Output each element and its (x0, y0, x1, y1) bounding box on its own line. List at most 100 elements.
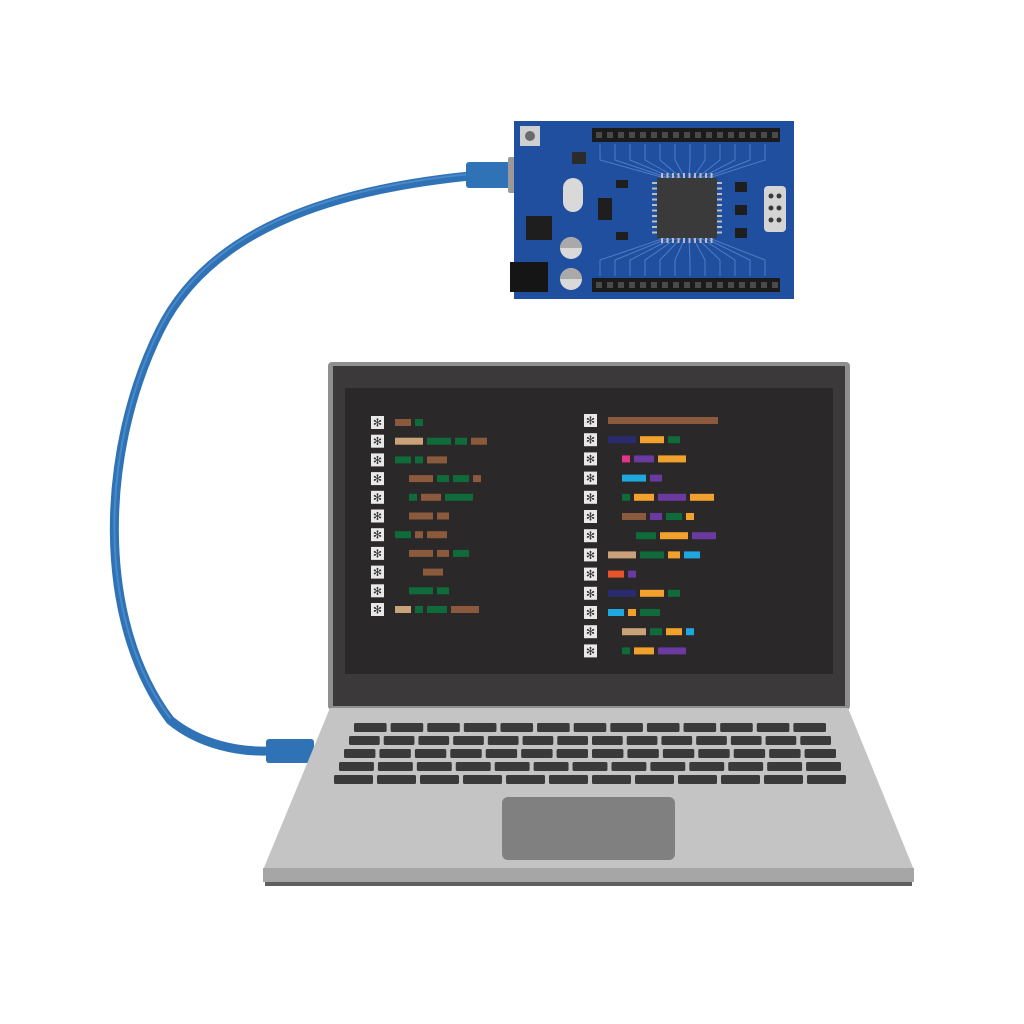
keyboard-key (463, 723, 497, 732)
keyboard-key (764, 775, 803, 784)
line-marker-glyph: ✻ (586, 511, 595, 524)
microcontroller-board (510, 121, 794, 299)
header-pin (728, 282, 734, 288)
line-marker-glyph: ✻ (586, 415, 595, 428)
line-marker-glyph: ✻ (373, 547, 382, 560)
code-token (415, 606, 423, 613)
header-pin (651, 132, 657, 138)
line-marker-icon (371, 565, 384, 579)
header-pin (640, 132, 646, 138)
keyboard-key (720, 723, 753, 732)
header-pin (706, 282, 712, 288)
code-token (415, 456, 423, 464)
usb-a-plug-icon (266, 739, 314, 763)
side-chip-icon (598, 198, 612, 220)
smd-part-2-icon (616, 232, 628, 240)
code-token (660, 532, 688, 540)
code-token (451, 606, 479, 613)
keyboard-key (377, 775, 416, 784)
chip-leg (717, 204, 722, 206)
chip-leg (677, 173, 680, 178)
line-marker-glyph: ✻ (373, 529, 382, 542)
trace-line (700, 237, 736, 276)
smd-part-4-icon (735, 205, 747, 215)
keyboard (334, 723, 846, 784)
keyboard-key (390, 723, 424, 732)
code-token (628, 609, 636, 616)
line-marker-glyph: ✻ (586, 587, 595, 600)
icsp-header-icon (764, 186, 786, 232)
trace-line (659, 144, 682, 179)
icsp-pin (768, 217, 774, 223)
header-pin (772, 132, 778, 138)
chip-leg (652, 220, 657, 223)
code-token (666, 513, 682, 520)
smd-part-3-icon (735, 182, 747, 192)
keyboard-key (334, 775, 373, 784)
header-pin (761, 132, 767, 138)
header-pin (629, 132, 635, 138)
code-token (640, 551, 664, 559)
line-marker-icon (371, 528, 384, 542)
keyboard-key (344, 749, 376, 758)
code-token (608, 551, 636, 559)
line-marker-icon (584, 510, 597, 523)
code-token (658, 647, 686, 655)
code-token (409, 587, 433, 595)
trace-line (688, 144, 691, 179)
keyboard-key (696, 736, 727, 745)
keyboard-key (611, 762, 647, 771)
keyboard-key (556, 749, 588, 758)
header-pin (761, 282, 767, 288)
code-token (445, 493, 473, 501)
code-token (455, 437, 467, 445)
line-marker-glyph: ✻ (586, 549, 595, 562)
laptop-base-front (263, 868, 914, 882)
code-token (427, 531, 447, 539)
smd-part-5-icon (735, 228, 747, 238)
line-marker-glyph: ✻ (586, 607, 595, 620)
chip-leg (694, 238, 696, 243)
trace-line (614, 144, 670, 179)
code-token (608, 436, 636, 444)
code-token (608, 417, 718, 424)
keyboard-key (379, 749, 411, 758)
line-marker-glyph: ✻ (586, 453, 595, 466)
header-pin (673, 282, 679, 288)
line-marker-icon (584, 452, 597, 466)
keyboard-key (592, 749, 624, 758)
line-marker-icon (584, 548, 597, 562)
code-token (666, 628, 682, 636)
header-pin (695, 132, 701, 138)
chip-leg (672, 173, 674, 178)
header-pin (739, 282, 745, 288)
code-token (634, 647, 654, 655)
code-token (622, 647, 630, 655)
header-pin (618, 132, 624, 138)
chip-legs (652, 173, 722, 243)
line-marker-glyph: ✻ (373, 473, 382, 486)
line-marker-glyph: ✻ (586, 472, 595, 485)
code-token (640, 589, 664, 597)
keyboard-key (339, 762, 374, 771)
keyboard-key (463, 775, 502, 784)
chip-leg (699, 238, 702, 243)
code-token (395, 606, 411, 613)
voltage-regulator-icon (526, 216, 552, 240)
keyboard-key (807, 775, 846, 784)
line-marker-glyph: ✻ (373, 491, 382, 504)
code-token (686, 628, 694, 636)
keyboard-key (383, 736, 415, 745)
code-token (423, 568, 443, 576)
power-jack-icon (510, 262, 548, 292)
icsp-pin (768, 193, 774, 199)
keyboard-key (573, 723, 607, 732)
keyboard-key (610, 723, 643, 732)
line-marker-glyph: ✻ (586, 530, 595, 543)
trace-line (692, 144, 706, 179)
keyboard-key (485, 749, 518, 758)
code-token (437, 549, 449, 557)
code-token (395, 437, 423, 445)
keyboard-key (418, 736, 450, 745)
